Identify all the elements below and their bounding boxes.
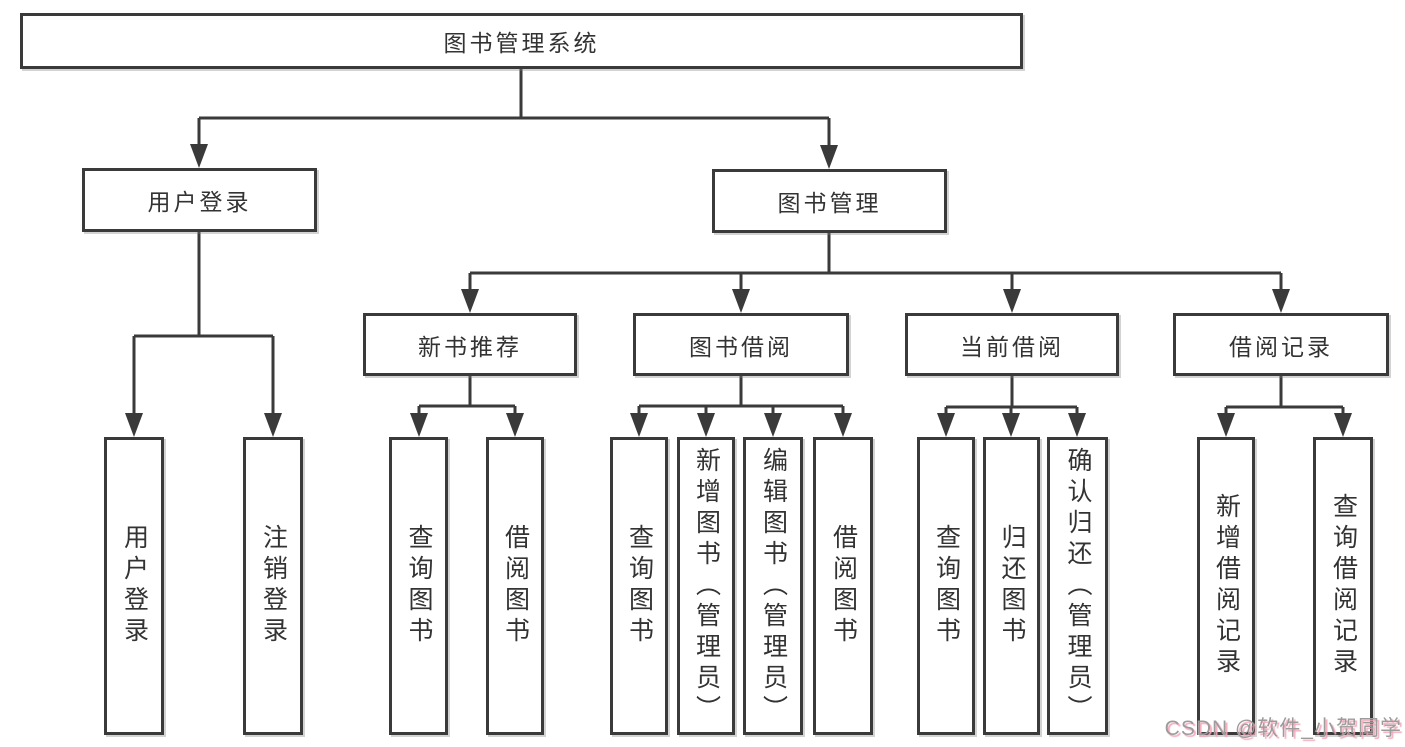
node-user-login: 用户登录 xyxy=(82,168,317,232)
node-label: 借阅记录 xyxy=(1229,333,1333,360)
leaf-borrow-books-borrowing: 借阅图书 xyxy=(813,437,873,735)
node-book-borrowing: 图书借阅 xyxy=(633,313,849,376)
node-label: 图书借阅 xyxy=(689,333,793,360)
node-library-management-system: 图书管理系统 xyxy=(20,13,1023,69)
leaf-borrow-books-recommend: 借阅图书 xyxy=(486,437,544,735)
leaf-label: 查询图书 xyxy=(625,524,654,648)
leaf-query-books-current: 查询图书 xyxy=(917,437,975,735)
node-label: 图书管理 xyxy=(777,190,882,216)
leaf-label: 新增借阅记录 xyxy=(1212,493,1241,679)
leaf-return-book: 归还图书 xyxy=(983,437,1040,735)
connector-shafts xyxy=(132,69,1345,417)
leaf-add-book-admin: 新增图书（管理员） xyxy=(677,437,735,735)
leaf-label: 编辑图书（管理员） xyxy=(759,446,788,726)
leaf-label: 确认归还（管理员） xyxy=(1064,446,1092,726)
leaf-add-borrow-record: 新增借阅记录 xyxy=(1197,437,1255,735)
leaf-label: 借阅图书 xyxy=(829,524,858,648)
leaf-query-books-recommend: 查询图书 xyxy=(389,437,448,735)
node-label: 图书管理系统 xyxy=(443,30,600,56)
node-new-book-recommend: 新书推荐 xyxy=(363,313,577,376)
leaf-confirm-return-admin: 确认归还（管理员） xyxy=(1047,437,1108,735)
leaf-edit-book-admin: 编辑图书（管理员） xyxy=(743,437,803,735)
node-borrow-records: 借阅记录 xyxy=(1173,313,1389,376)
node-book-management: 图书管理 xyxy=(712,169,947,233)
leaf-query-books-borrowing: 查询图书 xyxy=(610,437,668,735)
node-label: 当前借阅 xyxy=(960,333,1064,360)
leaf-label: 查询图书 xyxy=(932,524,961,648)
leaf-user-login: 用户登录 xyxy=(104,437,164,735)
leaf-logout: 注销登录 xyxy=(243,437,303,735)
node-current-borrowing: 当前借阅 xyxy=(905,313,1119,376)
node-label: 新书推荐 xyxy=(418,333,522,360)
leaf-label: 查询图书 xyxy=(405,524,433,648)
leaf-label: 查询借阅记录 xyxy=(1329,493,1358,679)
leaf-label: 借阅图书 xyxy=(501,524,530,648)
leaf-label: 用户登录 xyxy=(120,524,149,648)
leaf-label: 归还图书 xyxy=(998,524,1026,648)
arrow-down-icons xyxy=(125,144,1352,437)
leaf-label: 新增图书（管理员） xyxy=(692,446,721,726)
node-label: 用户登录 xyxy=(147,189,252,215)
leaf-query-borrow-record: 查询借阅记录 xyxy=(1313,437,1373,735)
csdn-watermark: CSDN @软件_小贺同学 xyxy=(1164,717,1402,740)
leaf-label: 注销登录 xyxy=(259,524,288,648)
